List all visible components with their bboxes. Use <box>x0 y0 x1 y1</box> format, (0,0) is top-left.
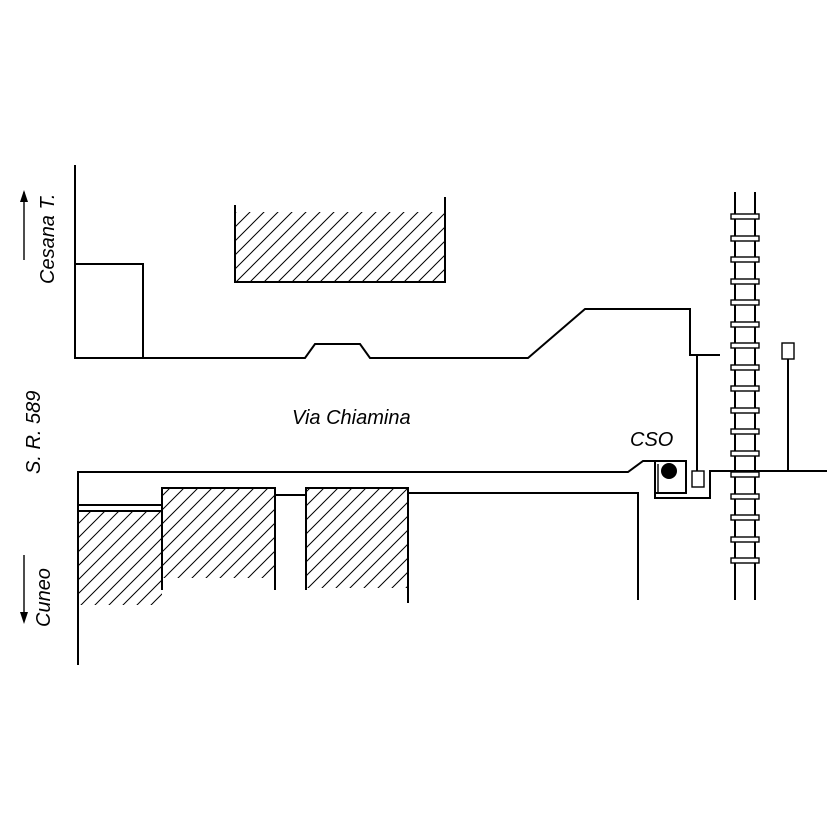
rail-sleeper <box>730 235 760 242</box>
cso-enclosure <box>654 461 827 499</box>
rail-sleeper <box>730 299 760 306</box>
building-lower-middle-right-outline <box>305 487 409 603</box>
rail-sleeper <box>730 471 760 478</box>
rail-sleeper <box>730 514 760 521</box>
road-edge-south <box>77 460 687 665</box>
building-lower-middle-right <box>306 488 408 588</box>
rail-sleeper <box>730 450 760 457</box>
building-row-line <box>78 492 639 600</box>
rail-sleeper <box>730 278 760 285</box>
cso-sensor-box <box>691 470 705 488</box>
road-edge-north <box>74 165 720 359</box>
rail-sleeper <box>730 256 760 263</box>
rail-sleeper <box>730 536 760 543</box>
rail-sleeper <box>730 385 760 392</box>
building-lower-left <box>78 511 162 605</box>
signal-box <box>781 342 795 360</box>
cso-station-marker <box>661 463 677 479</box>
rail-sleeper <box>730 493 760 500</box>
rail-sleeper <box>730 213 760 220</box>
rail-sleeper <box>730 557 760 564</box>
arrow-up-head <box>20 190 28 202</box>
building-lower-middle-left <box>162 488 275 578</box>
rail-sleeper <box>730 428 760 435</box>
direction-cesana: Cesana T. <box>20 190 59 284</box>
railway-track <box>730 192 760 600</box>
arrow-down-head <box>20 612 28 624</box>
building-upper-middle <box>235 212 445 282</box>
rail-sleeper <box>730 364 760 371</box>
label-cuneo: Cuneo <box>33 568 55 627</box>
rail-sleeper <box>730 407 760 414</box>
label-cesana: Cesana T. <box>37 194 59 284</box>
label-cso: CSO <box>630 429 673 451</box>
label-via-chiamina: Via Chiamina <box>292 407 411 429</box>
direction-cuneo: Cuneo <box>20 555 55 627</box>
label-sr589: S. R. 589 <box>23 391 45 474</box>
rail-sleeper <box>730 321 760 328</box>
building-lower-middle-left-outline <box>161 487 276 590</box>
rail-sleeper <box>730 342 760 349</box>
building-upper-left <box>74 263 144 359</box>
building-upper-middle-outline <box>234 197 446 283</box>
